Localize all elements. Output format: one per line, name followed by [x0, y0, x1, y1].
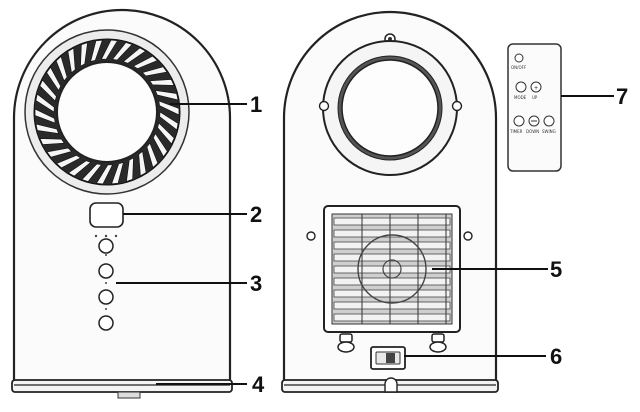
remote-mode-label: MODE	[514, 95, 527, 100]
remote-mode-button[interactable]	[515, 81, 527, 93]
remote-timer-label: TIMER	[509, 129, 523, 134]
grille-slot	[138, 150, 147, 177]
front-button-3[interactable]	[98, 289, 114, 305]
callout-3: 3	[250, 271, 262, 296]
heater-slat	[333, 241, 451, 250]
front-button-2[interactable]	[98, 263, 114, 279]
grille-slot	[158, 100, 180, 116]
grille-slot	[126, 157, 134, 182]
grille-slot	[111, 42, 133, 61]
callout-1: 1	[250, 92, 262, 117]
side-screws-icon	[306, 100, 473, 241]
indicator-dots	[94, 234, 118, 310]
front-button-1[interactable]	[98, 238, 114, 254]
remote-timer-button[interactable]	[513, 115, 525, 127]
callout-2: 2	[250, 202, 262, 227]
grille-slot	[141, 66, 168, 77]
control-buttons	[98, 238, 114, 331]
remote-up-label: UP	[532, 95, 538, 100]
grille-slot	[122, 47, 147, 64]
heater-slat	[333, 289, 451, 298]
remote-power-button[interactable]	[514, 53, 524, 63]
front-base	[11, 379, 233, 399]
rear-unit	[281, 10, 499, 393]
grille-slot	[39, 79, 57, 102]
rear-base	[281, 377, 499, 393]
grille-slot	[132, 55, 158, 70]
grille-slot	[67, 47, 76, 74]
heater-slat	[333, 313, 451, 322]
callout-leaders	[116, 95, 614, 385]
remote-control: ON/OFF + MODE UP TIMER DOWN SWING	[507, 43, 562, 172]
remote-up-button[interactable]	[530, 81, 542, 93]
grille-slot	[96, 164, 114, 185]
display-panel	[89, 202, 124, 228]
grille-slot	[56, 154, 82, 169]
remote-swing-label: SWING	[542, 129, 556, 134]
grille-slot	[67, 160, 92, 177]
front-unit	[11, 8, 233, 399]
grille-slot	[154, 90, 179, 101]
grille-slot	[55, 56, 68, 82]
grille-slot	[39, 138, 65, 145]
heater-slat	[333, 217, 451, 226]
heater-slat	[333, 301, 451, 310]
plus-icon: +	[534, 85, 538, 92]
callout-7: 7	[616, 84, 628, 109]
grille-slot	[149, 79, 175, 86]
callout-4: 4	[252, 372, 265, 397]
remote-swing-button[interactable]	[543, 115, 555, 127]
callout-5: 5	[550, 257, 562, 282]
front-button-4[interactable]	[98, 315, 114, 331]
grille-slot	[157, 122, 175, 145]
rear-heater-grille	[323, 205, 461, 333]
grille-slot	[81, 163, 103, 182]
grille-slot	[35, 93, 55, 113]
fan-grille	[24, 29, 190, 195]
grille-slot	[146, 142, 159, 168]
heater-slat	[333, 253, 451, 262]
grille-slot	[46, 147, 73, 158]
grille-slot	[159, 111, 179, 131]
grille-slot	[46, 66, 62, 92]
rear-feet	[337, 333, 447, 353]
callout-numbers: 1 2 3 4 5 6 7	[250, 84, 628, 397]
grille-slot	[100, 39, 118, 60]
heater-slat	[333, 277, 451, 286]
callout-6: 6	[550, 344, 562, 369]
grille-slot	[34, 108, 56, 124]
remote-down-label: DOWN	[526, 129, 539, 134]
grille-slot	[111, 161, 124, 185]
grille-slot	[152, 132, 168, 158]
power-switch[interactable]	[370, 346, 406, 370]
heater-slat	[333, 229, 451, 238]
grille-slot	[80, 42, 88, 67]
grille-slot	[90, 39, 103, 63]
remote-power-label: ON/OFF	[511, 65, 527, 70]
grille-slot	[35, 123, 60, 134]
